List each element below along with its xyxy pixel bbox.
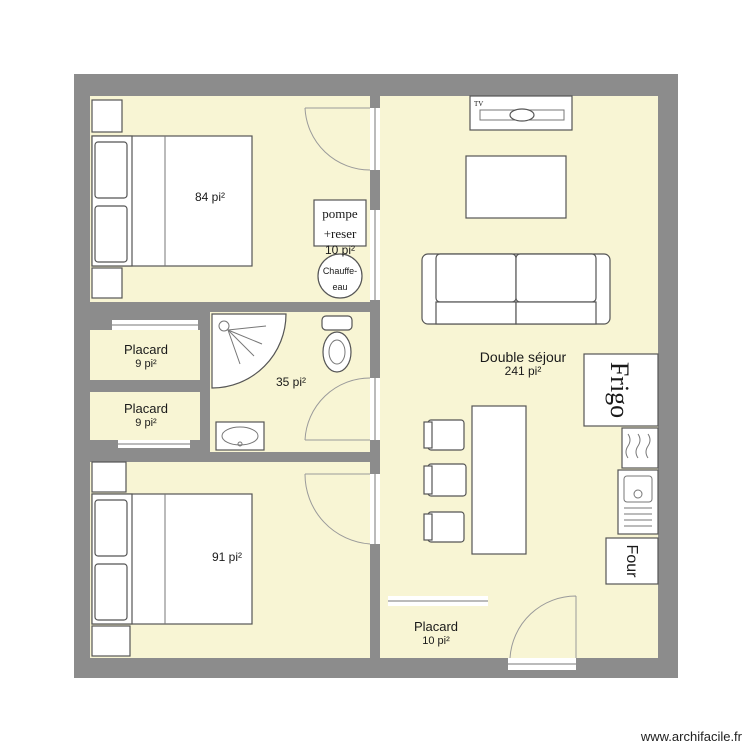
heater-closet-area: 10 pi² xyxy=(325,243,355,257)
stove xyxy=(621,427,659,469)
living-room-name: Double séjour xyxy=(480,349,567,365)
tv-stand xyxy=(469,95,573,131)
door-swing-bedroom-bottom xyxy=(304,473,371,545)
bedroom-top-area: 84 pi² xyxy=(195,190,225,204)
closet-1-floor xyxy=(90,330,200,380)
fridge xyxy=(583,353,659,427)
shower xyxy=(211,313,287,389)
nightstand-top-2 xyxy=(91,267,123,299)
nightstand-top-1 xyxy=(91,99,123,133)
closet-3-area: 10 pi² xyxy=(422,635,450,647)
door-swing-entry xyxy=(509,595,577,659)
bathroom-area: 35 pi² xyxy=(276,375,306,389)
water-heater-label-2: eau xyxy=(332,282,347,292)
watermark: www.archifacile.fr xyxy=(640,729,742,744)
pump-label-2: +reser xyxy=(324,226,357,241)
tv-label: TV xyxy=(474,100,483,108)
oven-label: Four xyxy=(623,545,640,579)
coffee-table xyxy=(465,155,567,219)
kitchen-sink xyxy=(617,469,659,535)
water-heater xyxy=(317,253,363,299)
water-heater-label-1: Chauffe- xyxy=(323,266,357,276)
bedroom-bottom-area: 91 pi² xyxy=(212,550,242,564)
closet-1-area: 9 pi² xyxy=(135,358,157,370)
nightstand-bottom-2 xyxy=(91,625,131,657)
door-swing-bathroom xyxy=(304,377,371,441)
dining-table xyxy=(471,405,527,555)
bed-top xyxy=(91,135,253,267)
oven xyxy=(605,537,659,585)
closet-1-name: Placard xyxy=(124,342,168,357)
door-swing-bedroom-top xyxy=(304,107,371,171)
pump-label-1: pompe xyxy=(322,206,358,221)
nightstand-bottom-1 xyxy=(91,461,127,493)
closet-3-name: Placard xyxy=(414,619,458,634)
closet-2-floor xyxy=(90,392,200,440)
bed-bottom xyxy=(91,493,253,625)
chair-2 xyxy=(423,463,467,497)
closet-2-name: Placard xyxy=(124,401,168,416)
sink xyxy=(215,421,265,451)
chair-1 xyxy=(423,419,465,451)
chair-3 xyxy=(423,511,465,543)
closet-2-area: 9 pi² xyxy=(135,417,157,429)
pump-reservoir xyxy=(313,199,367,247)
toilet xyxy=(321,315,353,373)
fridge-label: Frigo xyxy=(605,362,634,418)
living-room-area: 241 pi² xyxy=(505,364,542,378)
closet-3-floor xyxy=(380,606,496,658)
sofa xyxy=(421,253,611,325)
